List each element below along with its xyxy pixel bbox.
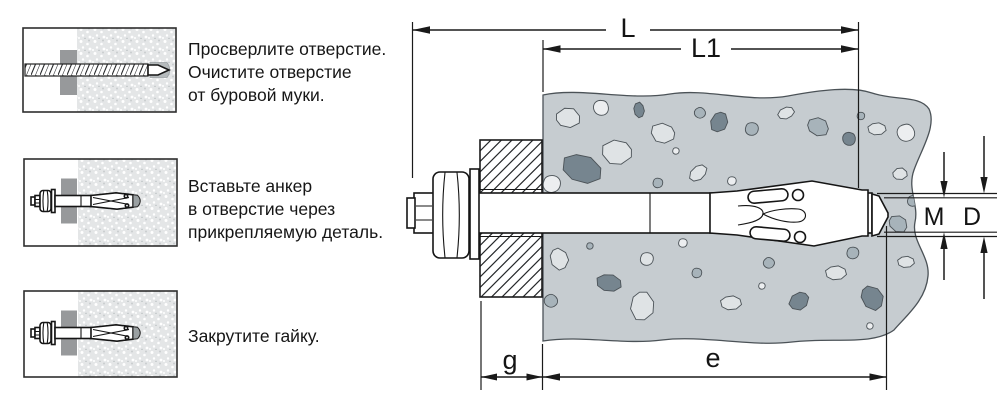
nut-facet-lines — [442, 172, 460, 258]
wedge-anchor — [406, 168, 889, 260]
dim-label-body-length: L1 — [691, 33, 721, 63]
dim-label-drill-diameter: D — [963, 203, 981, 231]
step-text-line: Закрутите гайку. — [188, 326, 320, 346]
step-1-text: Просверлите отверстие. Очистите отверсти… — [188, 38, 386, 107]
dimension-L1: L1 — [543, 33, 859, 63]
step-2-text: Вставьте анкер в отверстие через прикреп… — [188, 175, 383, 244]
thread-lines — [416, 205, 432, 221]
panel-frame — [22, 27, 177, 113]
stud-end-cap — [406, 197, 416, 229]
step-text-line: Очистите отверстие — [188, 62, 352, 82]
dimension-e: e — [543, 343, 887, 381]
clip-hole-bottom — [793, 230, 807, 244]
step-2-illustration — [23, 158, 178, 247]
dim-label-overall-length: L — [620, 13, 635, 43]
panel-frame — [23, 290, 178, 378]
clearance-hole-lines — [480, 188, 543, 238]
clip-tongue — [761, 208, 807, 223]
drill-tip — [147, 64, 171, 76]
washer — [469, 168, 480, 260]
dim-label-embedment-depth: e — [705, 343, 720, 373]
dim-label-fixture-thickness: g — [502, 345, 517, 375]
step-text-line: Просверлите отверстие. — [188, 39, 387, 59]
step-text-line: в отверстие через — [188, 199, 336, 219]
anchor-dimension-diagram: L L1 g e — [406, 13, 997, 390]
step-text-line: прикрепляемую деталь. — [188, 222, 384, 242]
step-3-illustration — [23, 290, 178, 378]
dimension-M-D: M D — [877, 136, 997, 299]
dimension-L: L — [412, 13, 859, 43]
hex-nut — [432, 171, 470, 259]
dim-label-thread-size: M — [924, 203, 945, 231]
clip-hole-top — [791, 188, 805, 202]
dimension-g: g — [481, 345, 543, 381]
drill-bit — [24, 63, 171, 77]
step-3-text: Закрутите гайку. — [188, 325, 320, 348]
dimension-annotations: L L1 g e — [411, 13, 997, 390]
clip-slot-bottom — [749, 225, 791, 243]
panel-frame — [23, 158, 178, 247]
step-1-illustration — [22, 27, 177, 113]
step-text-line: Вставьте анкер — [188, 176, 313, 196]
step-text-line: от буровой муки. — [188, 85, 325, 105]
clip-slot-top — [747, 187, 789, 205]
